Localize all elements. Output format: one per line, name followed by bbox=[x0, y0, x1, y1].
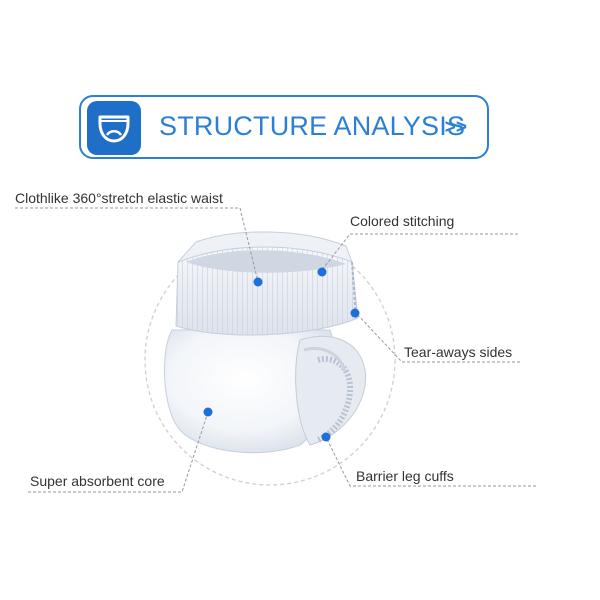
leg-side bbox=[295, 335, 367, 446]
waist-callout-dot bbox=[253, 277, 263, 287]
title-banner: STRUCTURE ANALYSIS >> bbox=[79, 95, 489, 159]
core-callout-dot bbox=[203, 407, 213, 417]
chevron-right-icon: >> bbox=[444, 117, 467, 138]
diaper-pants-icon bbox=[87, 101, 141, 155]
core-label: Super absorbent core bbox=[30, 473, 165, 489]
sides-leader-line bbox=[355, 312, 520, 363]
cuffs-label: Barrier leg cuffs bbox=[356, 468, 454, 484]
waist-opening bbox=[186, 250, 346, 273]
stitching-leader-line bbox=[321, 233, 518, 271]
cuffs-leader-line bbox=[325, 436, 536, 487]
sides-label: Tear-aways sides bbox=[404, 344, 513, 360]
waist-leader-line bbox=[15, 207, 259, 283]
sides-callout-dot bbox=[350, 308, 360, 318]
stitching-label: Colored stitching bbox=[350, 213, 455, 229]
banner-title: STRUCTURE ANALYSIS bbox=[159, 111, 466, 141]
leg-cuff bbox=[316, 355, 354, 443]
core-leader-line bbox=[28, 411, 209, 493]
waist-label: Clothlike 360°stretch elastic waist bbox=[15, 190, 223, 206]
stitching-callout-dot bbox=[317, 267, 327, 277]
cuffs-callout-dot bbox=[321, 432, 331, 442]
